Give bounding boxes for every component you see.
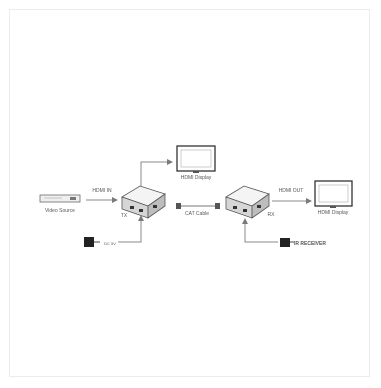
rx-extender-box <box>225 185 270 219</box>
ir-receiver-label: IR RECEIVER <box>294 241 326 247</box>
power-adapter-tx <box>84 237 100 247</box>
local-display-monitor <box>176 145 216 173</box>
arrow-tx-to-local-display <box>140 159 173 186</box>
tx-label: TX <box>121 213 128 219</box>
remote-display-label: HDMI Display <box>318 210 349 216</box>
tx-extender-box <box>121 185 166 219</box>
rx-label: RX <box>268 212 276 218</box>
dc-5v-label: DC 5V <box>104 241 116 246</box>
remote-display-monitor <box>314 180 353 208</box>
hdmi-out-label: HDMI OUT <box>279 188 304 194</box>
arrow-ir-to-rx <box>242 218 278 243</box>
ir-receiver-device <box>280 238 294 247</box>
video-source-device <box>39 194 81 203</box>
video-source-label: Video Source <box>45 208 75 214</box>
diagram-card <box>9 9 370 377</box>
arrow-power-to-tx <box>118 215 144 243</box>
cat-cable <box>176 203 220 209</box>
cat-cable-label: CAT Cable <box>185 211 209 217</box>
local-display-label: HDMI Display <box>181 175 212 181</box>
hdmi-in-label: HDMI IN <box>92 188 112 194</box>
